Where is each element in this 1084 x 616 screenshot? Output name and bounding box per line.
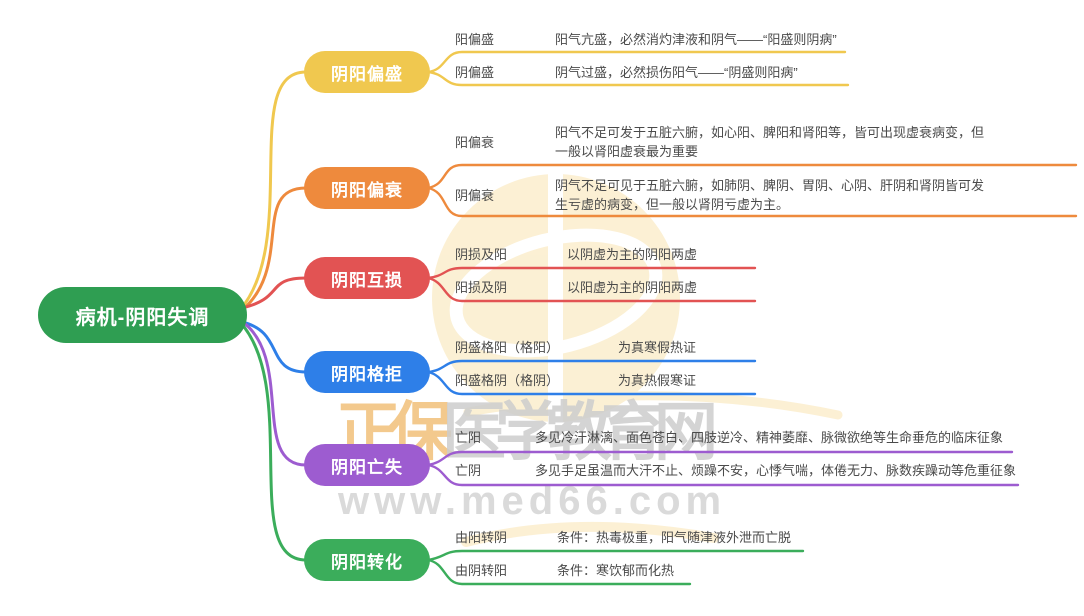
subtopic-row: 亡阴 多见手足虽温而大汗不止、烦躁不安，心悸气喘，体倦无力、脉数疾躁动等危重征象: [455, 462, 1016, 480]
subtopic-desc: 多见冷汗淋漓、面色苍白、四肢逆冷、精神萎靡、脉微欲绝等生命垂危的临床征象: [535, 430, 1004, 445]
subtopic-row: 阳偏盛 阳气亢盛，必然消灼津液和阴气——“阳盛则阴病”: [455, 31, 837, 49]
root-branch-curve-1: [238, 70, 308, 312]
subtopic-term: 由阳转阴: [455, 530, 508, 545]
subtopic-row: 阴偏衰 阴气不足可见于五脏六腑，如肺阴、脾阴、胃阴、心阴、肝阴和肾阴皆可发生亏虚…: [455, 176, 993, 214]
subtopic-desc: 阴气过盛，必然损伤阳气——“阴盛则阳病”: [555, 65, 798, 80]
branch-topic-3: 阴阳互损: [304, 257, 430, 299]
subtopic-desc: 为真热假寒证: [618, 373, 697, 388]
subtopic-row: 阳盛格阴（格阴） 为真热假寒证: [455, 372, 696, 390]
subtopic-row: 阴盛格阳（格阳） 为真寒假热证: [455, 339, 696, 357]
subtopic-desc: 阴气不足可见于五脏六腑，如肺阴、脾阴、胃阴、心阴、肝阴和肾阴皆可发生亏虚的病变，…: [555, 178, 985, 212]
root-branch-curve-5: [238, 318, 308, 467]
subtopic-desc: 条件：寒饮郁而化热: [557, 563, 675, 578]
branch6-child1-line: [426, 549, 805, 562]
subtopic-desc: 以阳虚为主的阴阳两虚: [567, 280, 698, 295]
subtopic-term: 阳偏衰: [455, 134, 495, 150]
root-topic: 病机-阴阳失调: [38, 287, 247, 343]
subtopic-term: 阳损及阴: [455, 280, 508, 295]
subtopic-term: 阴损及阳: [455, 247, 508, 262]
subtopic-row: 亡阳 多见冷汗淋漓、面色苍白、四肢逆冷、精神萎靡、脉微欲绝等生命垂危的临床征象: [455, 429, 1003, 447]
root-branch-curve-2: [238, 186, 308, 314]
subtopic-row: 由阴转阳 条件：寒饮郁而化热: [455, 562, 674, 580]
branch4-child1-line: [426, 359, 757, 374]
branch3-child1-line: [426, 266, 757, 280]
subtopic-desc: 条件：热毒极重，阳气随津液外泄而亡脱: [557, 530, 792, 545]
subtopic-term: 阳盛格阴（格阴）: [455, 373, 560, 388]
subtopic-desc: 以阴虚为主的阴阳两虚: [567, 247, 698, 262]
subtopic-term: 亡阳: [455, 430, 482, 445]
subtopic-term: 阴偏盛: [455, 65, 495, 80]
subtopic-row: 阴偏盛 阴气过盛，必然损伤阳气——“阴盛则阳病”: [455, 64, 798, 82]
subtopic-term: 阳偏盛: [455, 32, 495, 47]
subtopic-row: 阳偏衰 阳气不足可发于五脏六腑，如心阳、脾阳和肾阳等，皆可出现虚衰病变，但一般以…: [455, 123, 993, 161]
branch-topic-1: 阴阳偏盛: [304, 51, 430, 93]
logo-arc-upper: [463, 391, 843, 420]
branch-topic-5: 阴阳亡失: [304, 444, 430, 486]
subtopic-term: 由阴转阳: [455, 563, 508, 578]
subtopic-desc: 阳气亢盛，必然消灼津液和阴气——“阳盛则阴病”: [555, 32, 837, 47]
subtopic-row: 阳损及阴 以阳虚为主的阴阳两虚: [455, 279, 697, 297]
subtopic-term: 亡阴: [455, 463, 482, 478]
subtopic-desc: 多见手足虽温而大汗不止、烦躁不安，心悸气喘，体倦无力、脉数疾躁动等危重征象: [535, 463, 1017, 478]
subtopic-term: 阴盛格阳（格阳）: [455, 340, 560, 355]
subtopic-row: 由阳转阴 条件：热毒极重，阳气随津液外泄而亡脱: [455, 529, 791, 547]
branch-topic-2: 阴阳偏衰: [304, 167, 430, 209]
root-branch-curve-6: [238, 320, 308, 562]
subtopic-term: 阴偏衰: [455, 187, 495, 203]
branch-topic-6: 阴阳转化: [304, 539, 430, 581]
subtopic-desc: 为真寒假热证: [618, 340, 697, 355]
root-branch-curve-4: [240, 320, 308, 374]
branch-topic-4: 阴阳格拒: [304, 351, 430, 393]
root-branch-curve-3: [240, 276, 308, 310]
subtopic-row: 阴损及阳 以阴虚为主的阴阳两虚: [455, 246, 697, 264]
subtopic-desc: 阳气不足可发于五脏六腑，如心阳、脾阳和肾阳等，皆可出现虚衰病变，但一般以肾阳虚衰…: [555, 125, 985, 159]
